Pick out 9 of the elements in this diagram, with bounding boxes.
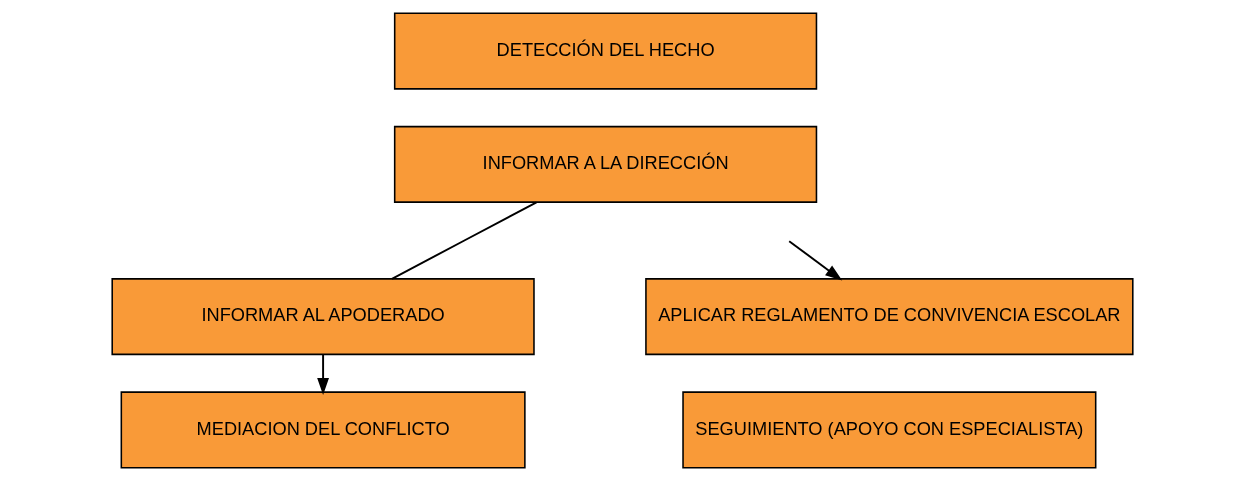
node-box: MEDIACION DEL CONFLICTO — [120, 391, 526, 469]
arrow — [317, 353, 330, 395]
node-box: APLICAR REGLAMENTO DE CONVIVENCIA ESCOLAR — [645, 278, 1134, 356]
node-box: SEGUIMIENTO (APOYO CON ESPECIALISTA) — [682, 391, 1097, 469]
node-box: INFORMAR AL APODERADO — [111, 278, 535, 356]
connector — [391, 201, 538, 280]
node-box: DETECCIÓN DEL HECHO — [393, 12, 818, 90]
arrow — [788, 240, 843, 281]
node-box: INFORMAR A LA DIRECCIÓN — [393, 125, 818, 203]
